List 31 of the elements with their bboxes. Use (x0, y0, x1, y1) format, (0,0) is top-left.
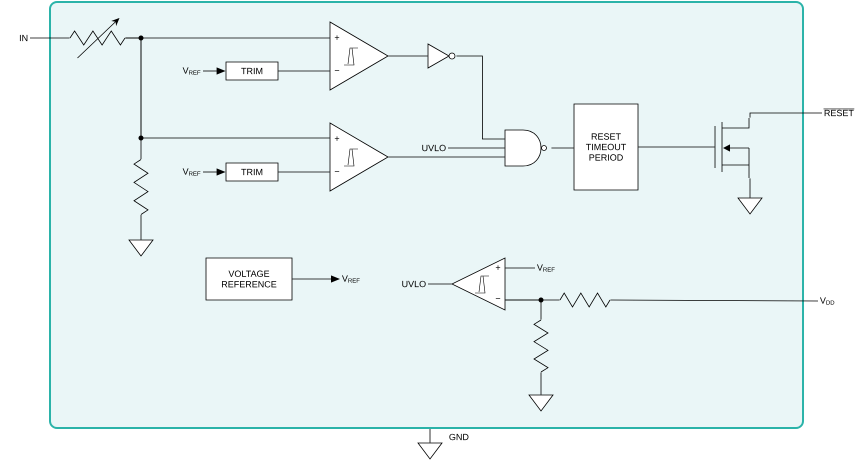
wire (140, 214, 142, 240)
signal-label: V$_{REF}$ (182, 168, 200, 176)
transistor-symbol (714, 118, 750, 178)
trim-box: TRIM (226, 62, 278, 80)
wire (505, 300, 542, 320)
signal-label: UVLO (402, 280, 426, 288)
resistor-symbol (533, 320, 549, 372)
wire (638, 146, 715, 148)
timeout-box: RESET TIMEOUT PERIOD (574, 104, 638, 190)
resistor-symbol (560, 292, 610, 308)
wire (456, 56, 505, 140)
wire (278, 70, 330, 72)
nand-gate-symbol (504, 130, 547, 166)
pin-label: RESET (823, 108, 855, 116)
wire (388, 156, 505, 158)
pin-label: GND (449, 434, 468, 440)
wire (610, 300, 818, 302)
trim-box: TRIM (226, 162, 278, 182)
wire (540, 372, 542, 395)
signal-label: V$_{REF}$ (536, 264, 555, 272)
signal-label: V$_{REF}$ (182, 67, 200, 75)
signal-label: V$_{REF}$ (342, 275, 360, 283)
pin-label: IN (20, 34, 28, 42)
reference-box: VOLTAGE REFERENCE (206, 258, 292, 300)
wire (750, 112, 822, 118)
variable-resistor-symbol (70, 18, 126, 58)
resistor-symbol (133, 159, 149, 215)
wire (125, 38, 142, 160)
signal-label: UVLO (422, 144, 446, 152)
pin-label: V$_{DD}$ (820, 297, 834, 305)
chip-outline (49, 1, 804, 429)
